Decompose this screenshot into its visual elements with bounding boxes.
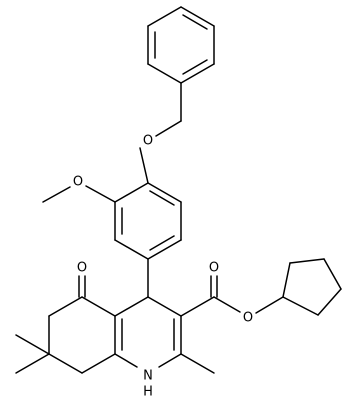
ketone-group bbox=[78, 275, 86, 298]
methoxy-group bbox=[42, 185, 116, 203]
oxygen-benzyloxy-label: O bbox=[143, 134, 153, 149]
gem-dimethyl-group bbox=[15, 334, 50, 374]
cyclopentyl-ring bbox=[282, 258, 342, 316]
oxygen-ester-label: O bbox=[243, 311, 253, 326]
oxygen-ketone-label: O bbox=[77, 261, 87, 276]
c2-methyl bbox=[180, 353, 215, 374]
methoxyphenyl-ring bbox=[114, 182, 182, 260]
cyclohexenone-ring bbox=[48, 296, 116, 374]
dihydropyridine-ring bbox=[114, 296, 182, 368]
benzyloxy-linker bbox=[139, 82, 182, 184]
phenyl-ring bbox=[147, 6, 215, 84]
oxygen-carbonyl-label: O bbox=[209, 261, 219, 276]
ester-group bbox=[180, 275, 284, 317]
oxygen-methoxy-label: O bbox=[73, 175, 83, 190]
nitrogen-label: N bbox=[143, 369, 153, 384]
nitrogen-hydrogen-label: H bbox=[143, 385, 153, 400]
